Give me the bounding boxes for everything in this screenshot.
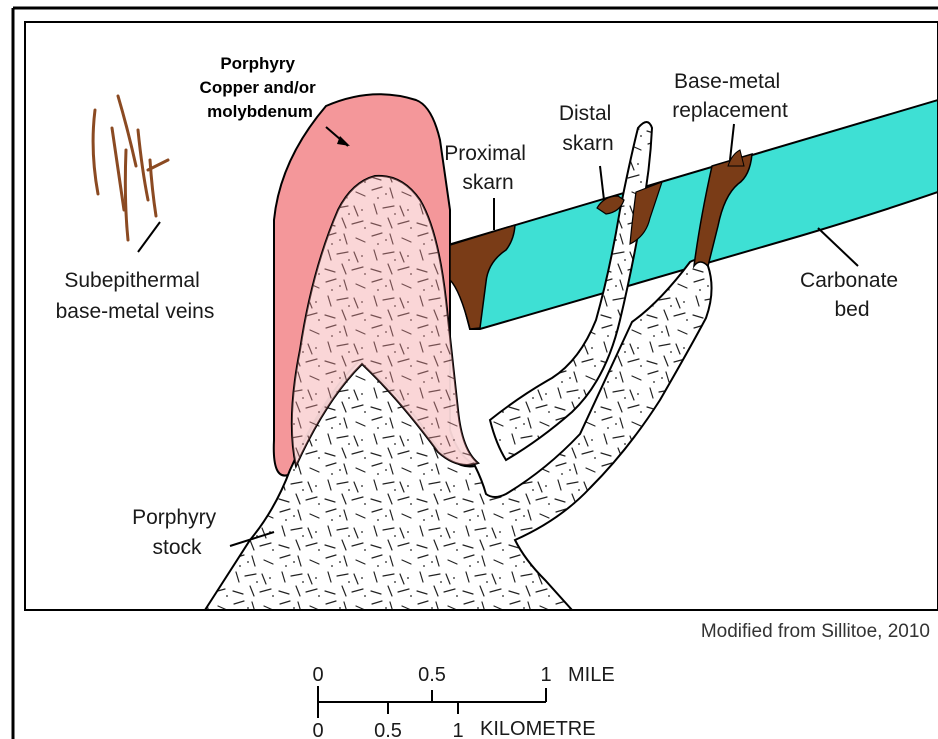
km-tick-1: 1 [452, 720, 463, 739]
scale-bar: 0 0.5 1 MILE 0 0.5 1 KILOMETRE [312, 664, 614, 739]
label-distal-skarn: Distal skarn [559, 102, 617, 155]
credit-text: Modified from Sillitoe, 2010 [701, 621, 930, 642]
mile-tick-05: 0.5 [418, 664, 446, 686]
mile-tick-1: 1 [540, 664, 551, 686]
label-porphyry-cu-mo: Porphyry Copper and/or molybdenum [200, 54, 321, 121]
km-tick-0: 0 [312, 720, 323, 739]
label-replacement: Base-metal replacement [672, 70, 788, 122]
mile-unit: MILE [568, 664, 615, 686]
mile-tick-0: 0 [312, 664, 323, 686]
km-tick-05: 0.5 [374, 720, 402, 739]
label-porphyry-stock: Porphyry stock [132, 506, 222, 559]
km-unit: KILOMETRE [480, 718, 596, 739]
label-carbonate-bed: Carbonate bed [800, 269, 904, 321]
label-proximal-skarn: Proximal skarn [444, 142, 532, 194]
label-veins: Subepithermal base-metal veins [56, 269, 215, 323]
subepithermal-veins [93, 96, 168, 240]
